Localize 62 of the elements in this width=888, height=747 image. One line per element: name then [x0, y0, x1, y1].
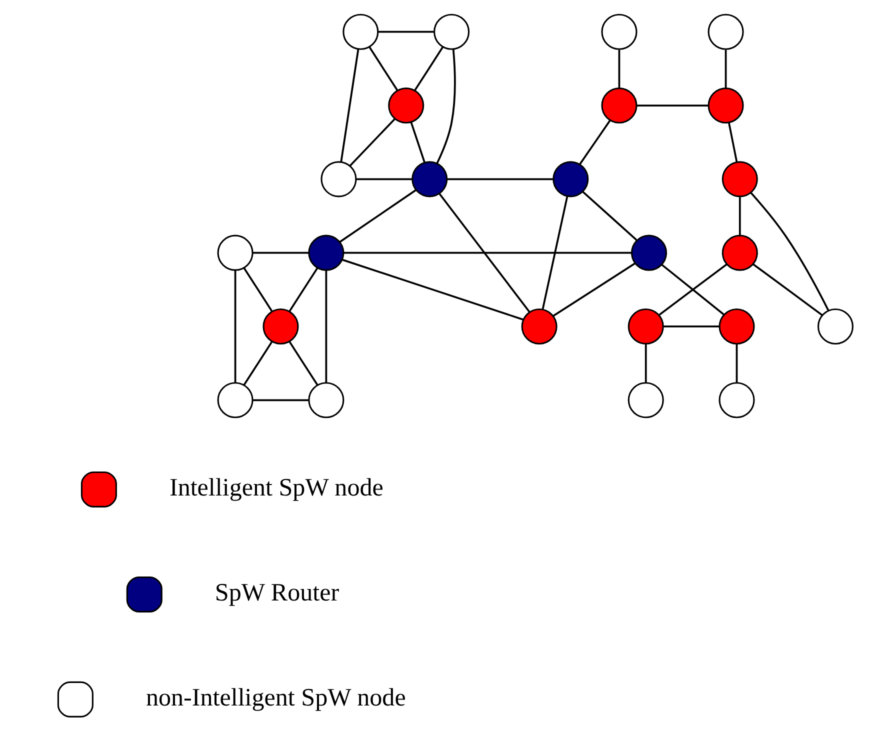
node-circle [262, 308, 298, 344]
connector [410, 122, 425, 162]
node-circle [721, 161, 758, 198]
node-circle [600, 88, 637, 124]
connector [728, 122, 738, 162]
connector [288, 268, 318, 312]
connector [738, 197, 740, 236]
connector [582, 191, 637, 241]
node-circle [388, 88, 424, 124]
node-circle [308, 234, 344, 271]
node-circle [308, 382, 344, 418]
connector [750, 192, 829, 311]
connector [644, 344, 646, 383]
connector [378, 30, 434, 33]
connector [356, 178, 412, 180]
connector [541, 196, 568, 310]
node-circle [627, 308, 664, 344]
connector [663, 326, 719, 328]
node-circle [216, 234, 253, 271]
connector [343, 252, 632, 254]
connector [242, 268, 272, 312]
connector [341, 258, 523, 320]
connector [252, 399, 308, 402]
connector [234, 270, 236, 383]
node-circle [721, 234, 758, 271]
connector [552, 262, 636, 317]
legend-label: SpW Router [214, 579, 339, 606]
legend-label: Intelligent SpW node [168, 474, 383, 502]
connector [752, 263, 822, 316]
node-circle [342, 14, 378, 50]
connector [578, 120, 610, 165]
connector [414, 46, 444, 91]
connector [340, 49, 359, 162]
node-circle [707, 88, 744, 124]
node-circle [433, 14, 470, 50]
connector [446, 178, 553, 180]
connector [324, 270, 327, 383]
node-circle [600, 14, 637, 50]
node-circle [718, 308, 754, 344]
node-circle [627, 382, 664, 418]
connector [735, 344, 738, 383]
node-circle [816, 308, 854, 344]
connector [436, 49, 456, 164]
connector [368, 46, 398, 91]
node-circle [707, 14, 744, 50]
connector [724, 50, 726, 88]
node-circle [630, 234, 667, 271]
node-circle [216, 382, 253, 418]
connector [339, 189, 416, 243]
node-circle [320, 161, 356, 198]
connector [348, 118, 396, 166]
connector [636, 104, 708, 106]
legend-label: non-Intelligent SpW node [145, 684, 406, 712]
connector [242, 341, 272, 386]
node-circle [718, 382, 754, 418]
connector [438, 192, 530, 313]
node-circle [552, 161, 588, 198]
connector [252, 252, 308, 254]
node-circle [411, 161, 448, 198]
connector [288, 341, 318, 386]
connector [618, 50, 620, 88]
node-circle [520, 308, 557, 344]
